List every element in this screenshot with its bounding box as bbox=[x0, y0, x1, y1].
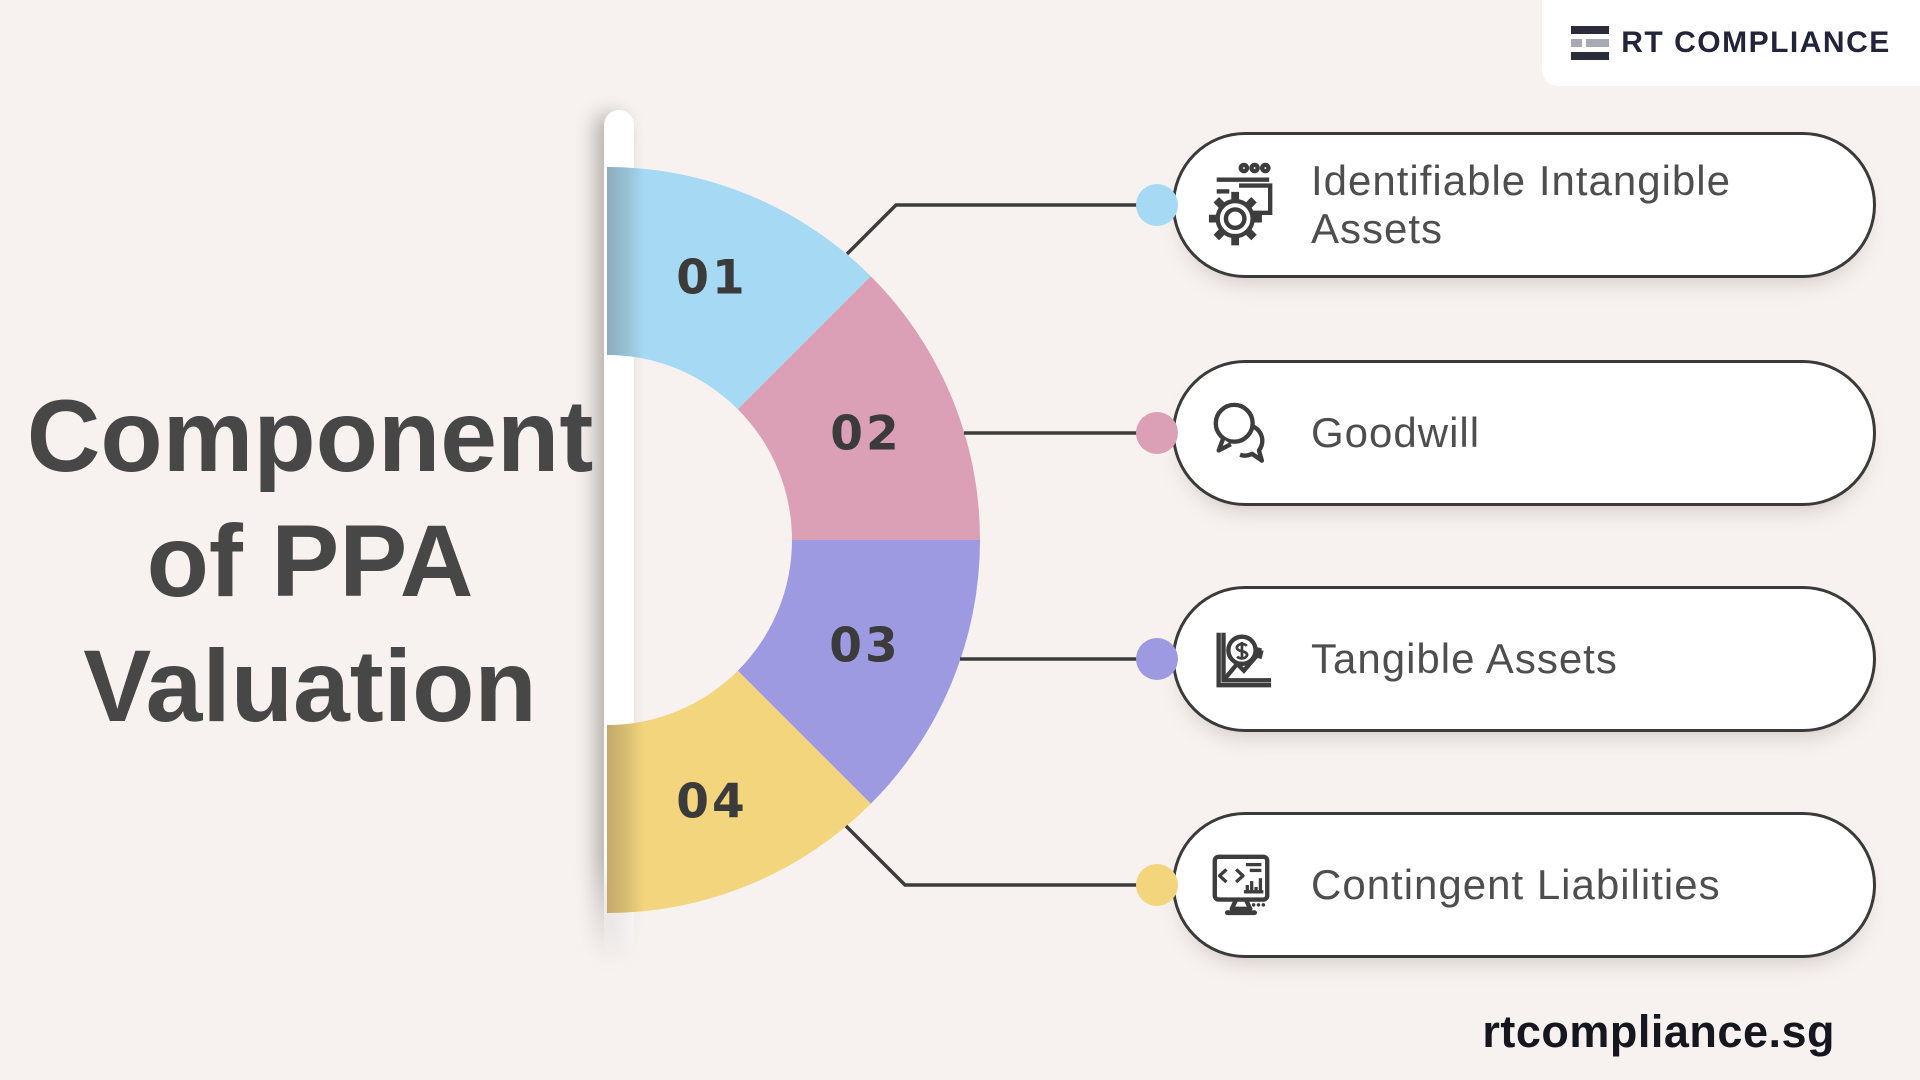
item-card-goodwill: Goodwill bbox=[1172, 360, 1876, 506]
growth-chart-dollar-icon bbox=[1205, 611, 1277, 707]
brand-logo-text: RT COMPLIANCE bbox=[1621, 26, 1891, 59]
item-card-identifiable-intangible-assets: Identifiable Intangible Assets bbox=[1172, 132, 1876, 278]
item-card-tangible-assets: Tangible Assets bbox=[1172, 586, 1876, 732]
connector-line-4 bbox=[844, 824, 1150, 887]
item-label: Goodwill bbox=[1311, 408, 1481, 456]
segment-04 bbox=[607, 670, 871, 913]
item-label: Identifiable Intangible Assets bbox=[1311, 156, 1731, 252]
segment-number-03: 03 bbox=[829, 618, 901, 674]
donut-edge-shade bbox=[607, 166, 644, 913]
item-label: Tangible Assets bbox=[1311, 634, 1618, 682]
connector-dot-3 bbox=[1136, 638, 1178, 680]
segment-number-04: 04 bbox=[676, 774, 748, 830]
connector-line-1 bbox=[845, 203, 1150, 256]
code-monitor-icon bbox=[1205, 837, 1277, 933]
connector-dot-4 bbox=[1136, 864, 1178, 906]
segment-number-02: 02 bbox=[830, 406, 902, 462]
page-title: Component of PPA Valuation bbox=[26, 379, 594, 743]
segment-02 bbox=[737, 276, 980, 540]
connector-dot-1 bbox=[1136, 184, 1178, 226]
segment-03 bbox=[737, 540, 980, 804]
item-label: Contingent Liabilities bbox=[1311, 860, 1721, 908]
gear-window-icon bbox=[1205, 157, 1277, 253]
connector-dot-2 bbox=[1136, 412, 1178, 454]
brand-logo-icon bbox=[1571, 26, 1610, 60]
brand-logo: RT COMPLIANCE bbox=[1542, 0, 1920, 86]
chat-bubbles-icon bbox=[1205, 385, 1277, 481]
website-url: rtcompliance.sg bbox=[1482, 1006, 1835, 1057]
segment-01 bbox=[607, 166, 871, 410]
item-card-contingent-liabilities: Contingent Liabilities bbox=[1172, 812, 1876, 958]
segment-number-01: 01 bbox=[676, 250, 748, 306]
